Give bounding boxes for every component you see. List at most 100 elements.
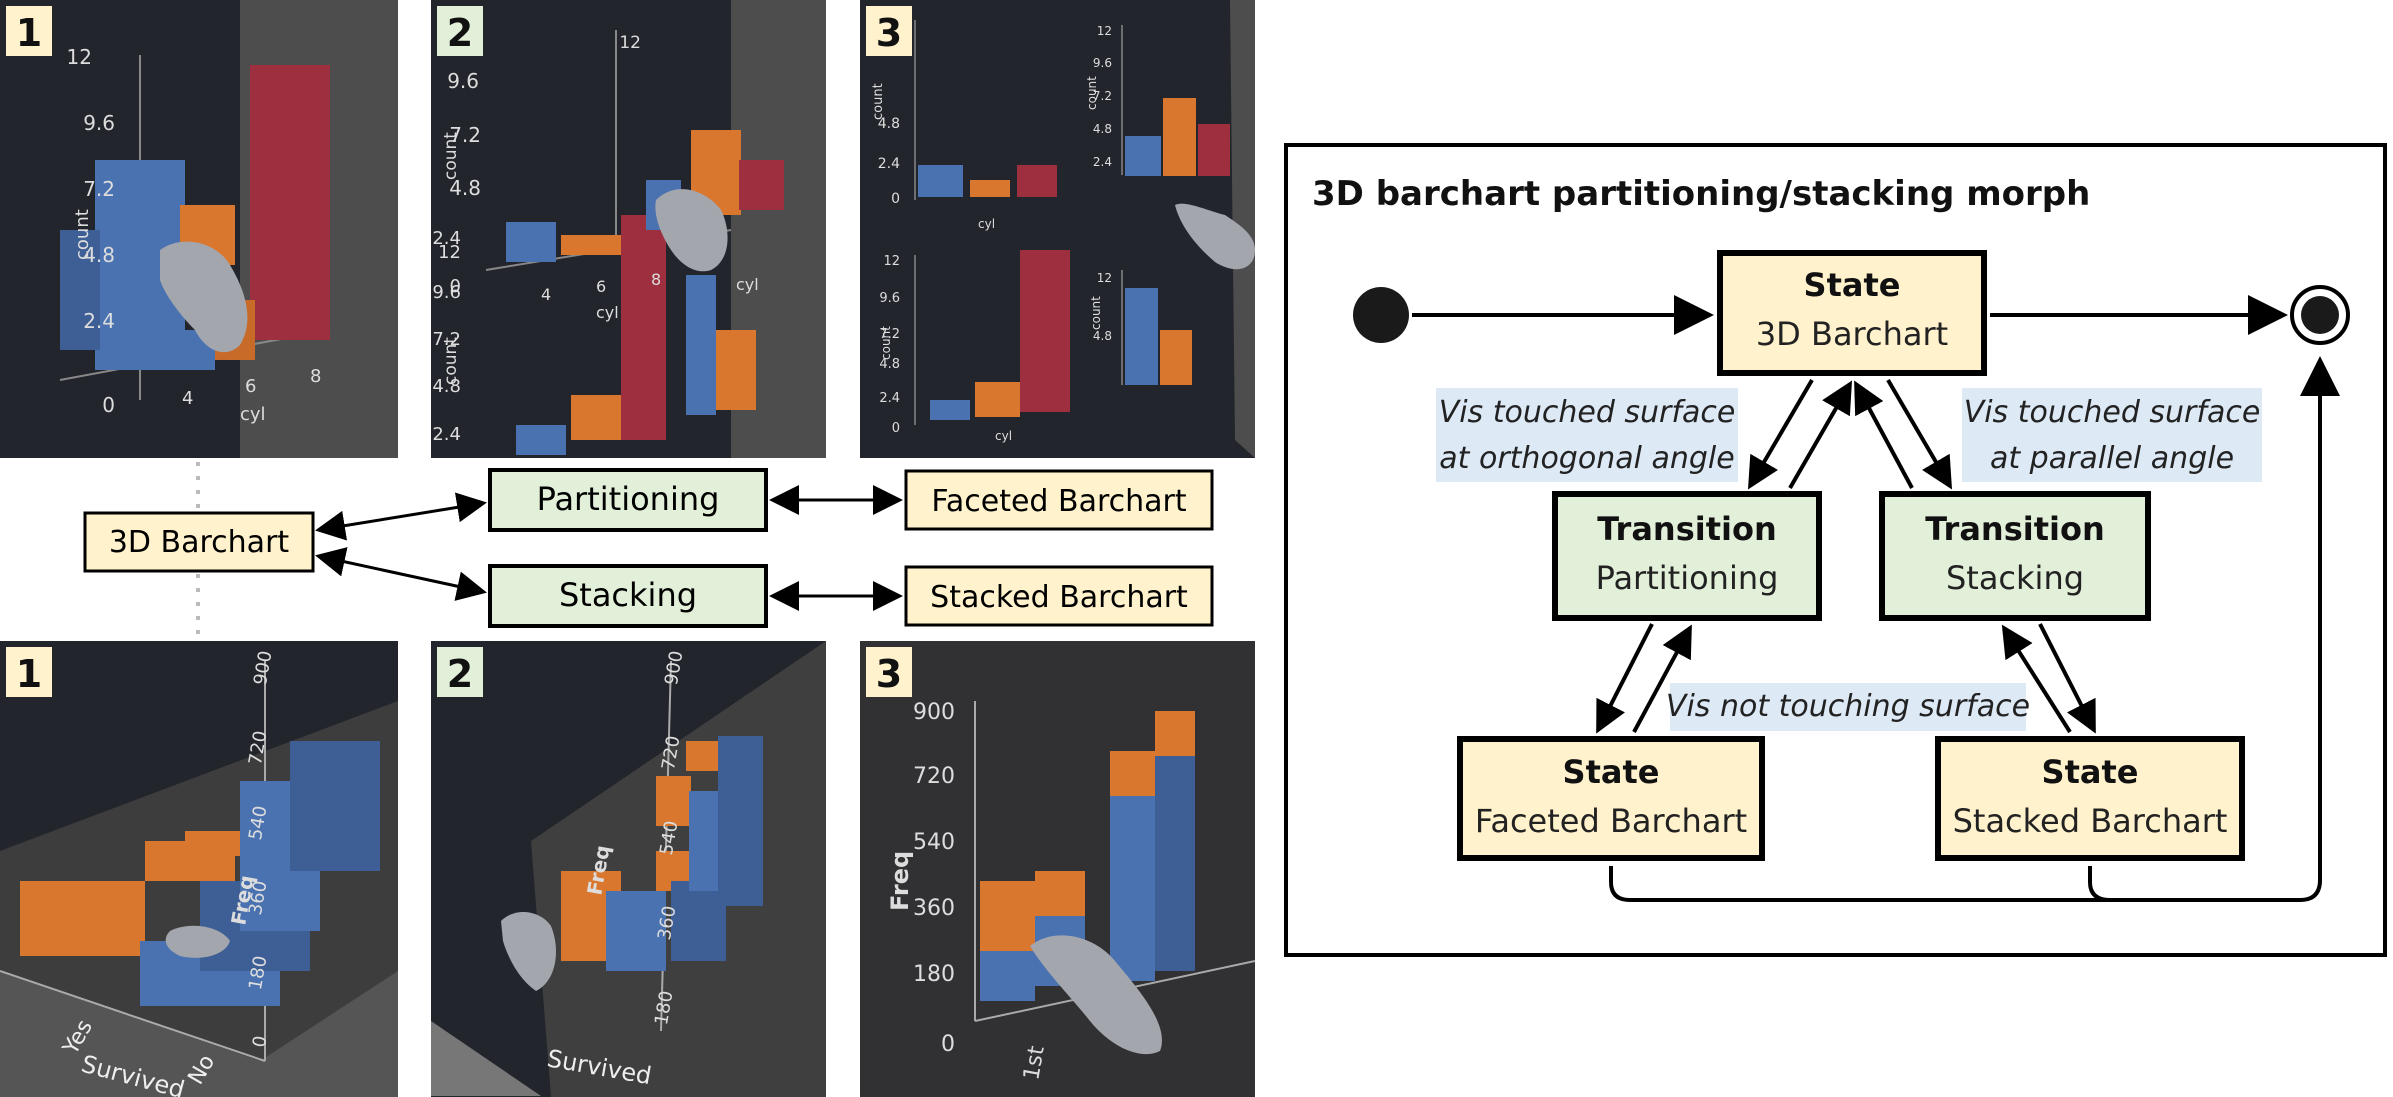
bar-red: [1017, 165, 1057, 197]
y-tick: 7.2: [432, 329, 461, 350]
x-tick: 8: [310, 366, 321, 387]
bar-orange: [1163, 98, 1196, 176]
bar-orange: [1110, 751, 1155, 796]
y-tick: 7.2: [879, 327, 900, 342]
step-number: 3: [876, 652, 902, 696]
state-kind: State: [1804, 266, 1901, 304]
hand-icon: [160, 241, 248, 353]
flow-node-label: Stacked Barchart: [930, 580, 1188, 615]
bar-orange: [975, 382, 1020, 417]
state-stacked-barchart: State Stacked Barchart: [1935, 736, 2245, 861]
y-tick: 4.8: [449, 176, 481, 200]
y-label: count: [1089, 296, 1103, 330]
x-tick: 1st: [1019, 1044, 1050, 1082]
flow-arrow: [315, 492, 487, 541]
hand-icon: [501, 911, 556, 991]
bar-blue: [980, 951, 1035, 1001]
y-tick: 12: [1097, 271, 1112, 285]
bar-blue: [1110, 796, 1155, 981]
bar-orange: [970, 180, 1010, 197]
bar-orange: [185, 831, 240, 856]
y-tick: 7.2: [1093, 89, 1112, 103]
y-tick: 180: [913, 962, 955, 987]
y-tick: 2.4: [432, 424, 461, 445]
bar-red: [621, 240, 666, 440]
y-label: count: [441, 337, 461, 385]
state-kind: State: [1563, 753, 1660, 791]
transition-partitioning: Transition Partitioning: [1552, 491, 1822, 621]
flow-node-faceted-barchart: Faceted Barchart: [904, 469, 1214, 531]
sm-arrow: [1886, 378, 1953, 490]
sm-arrow: [2001, 624, 2072, 734]
y-tick: 12: [438, 242, 461, 263]
y-tick: 360: [913, 896, 955, 921]
y-tick: 720: [913, 764, 955, 789]
y-tick: 540: [913, 830, 955, 855]
bar-orange: [1155, 711, 1195, 756]
step-number: 2: [447, 652, 473, 696]
sm-arrow: [2038, 623, 2096, 734]
flow-node-label: Faceted Barchart: [931, 484, 1187, 519]
x-tick: 6: [596, 277, 606, 296]
state-name: Stacking: [1946, 559, 2084, 597]
step-number: 1: [16, 11, 42, 55]
x-label: cyl: [736, 275, 759, 294]
bar-blue: [516, 425, 566, 455]
state-name: 3D Barchart: [1756, 315, 1948, 353]
hand-icon: [1175, 203, 1255, 270]
x-tick: 4: [182, 388, 193, 409]
state-3d-barchart: State 3D Barchart: [1717, 250, 1987, 376]
y-tick: 0: [941, 1032, 955, 1057]
bar-orange: [686, 741, 718, 771]
flow-node-label: 3D Barchart: [109, 525, 290, 560]
step-number: 2: [447, 11, 473, 55]
bar-blue: [290, 741, 380, 871]
bar-orange: [716, 330, 756, 410]
annotation-line: at orthogonal angle: [1439, 441, 1734, 476]
hand-icon: [165, 925, 230, 958]
x-tick: 6: [245, 376, 256, 397]
bar-orange: [1160, 330, 1192, 385]
top-panel-2: 12 9.6 7.2 4.8 2.4 0 12 9.6 7.2 4.8 2.4 …: [431, 0, 826, 458]
flow-arrow: [315, 547, 487, 601]
annotation-orthogonal: Vis touched surface at orthogonal angle: [1436, 388, 1738, 482]
bottom-panel-3: 900 720 540 360 180 0 Freq 1st 3: [860, 641, 1255, 1097]
step-number: 3: [876, 11, 902, 55]
annotation-line: Vis touched surface: [1439, 395, 1736, 430]
bar-red: [250, 65, 330, 340]
sm-arrow: [1747, 378, 1814, 490]
y-tick: 12: [619, 33, 641, 53]
bar-blue-side: [60, 230, 100, 350]
bar-blue: [718, 736, 763, 906]
sm-arrow: [1632, 624, 1692, 733]
x-label: cyl: [240, 404, 266, 425]
bar-blue: [671, 881, 726, 961]
flow-node-3d-barchart: 3D Barchart: [83, 511, 315, 573]
state-machine-title: 3D barchart partitioning/stacking morph: [1312, 174, 2090, 214]
bar-blue: [506, 222, 556, 262]
sm-arrow: [1609, 356, 2340, 902]
step-number: 1: [16, 652, 42, 696]
flow-node-label: Stacking: [559, 576, 697, 614]
y-tick: 7.2: [83, 177, 115, 201]
x-label: cyl: [596, 303, 619, 322]
y-tick: 0: [891, 191, 900, 207]
x-label: cyl: [995, 429, 1012, 443]
bar-orange: [1035, 871, 1085, 916]
y-tick: 2.4: [878, 156, 900, 172]
y-tick: 2.4: [83, 309, 115, 333]
y-tick: 4.8: [1093, 122, 1112, 136]
y-tick: 0: [450, 276, 461, 297]
state-kind: State: [2042, 753, 2139, 791]
y-label: count: [871, 83, 886, 120]
flow-node-label: Partitioning: [537, 480, 720, 518]
annotation-line: at parallel angle: [1990, 441, 2234, 476]
top-panel-1: 12 9.6 7.2 4.8 2.4 0 count 4 6 8 cyl 1: [0, 0, 398, 458]
hand-icon: [655, 189, 728, 272]
x-tick: 8: [651, 270, 661, 289]
y-tick: 2.4: [879, 391, 900, 406]
bar-orange: [980, 881, 1035, 951]
sm-arrow: [1596, 623, 1654, 734]
y-tick: 9.6: [879, 291, 900, 306]
annotation-line: Vis touched surface: [1964, 395, 2261, 430]
